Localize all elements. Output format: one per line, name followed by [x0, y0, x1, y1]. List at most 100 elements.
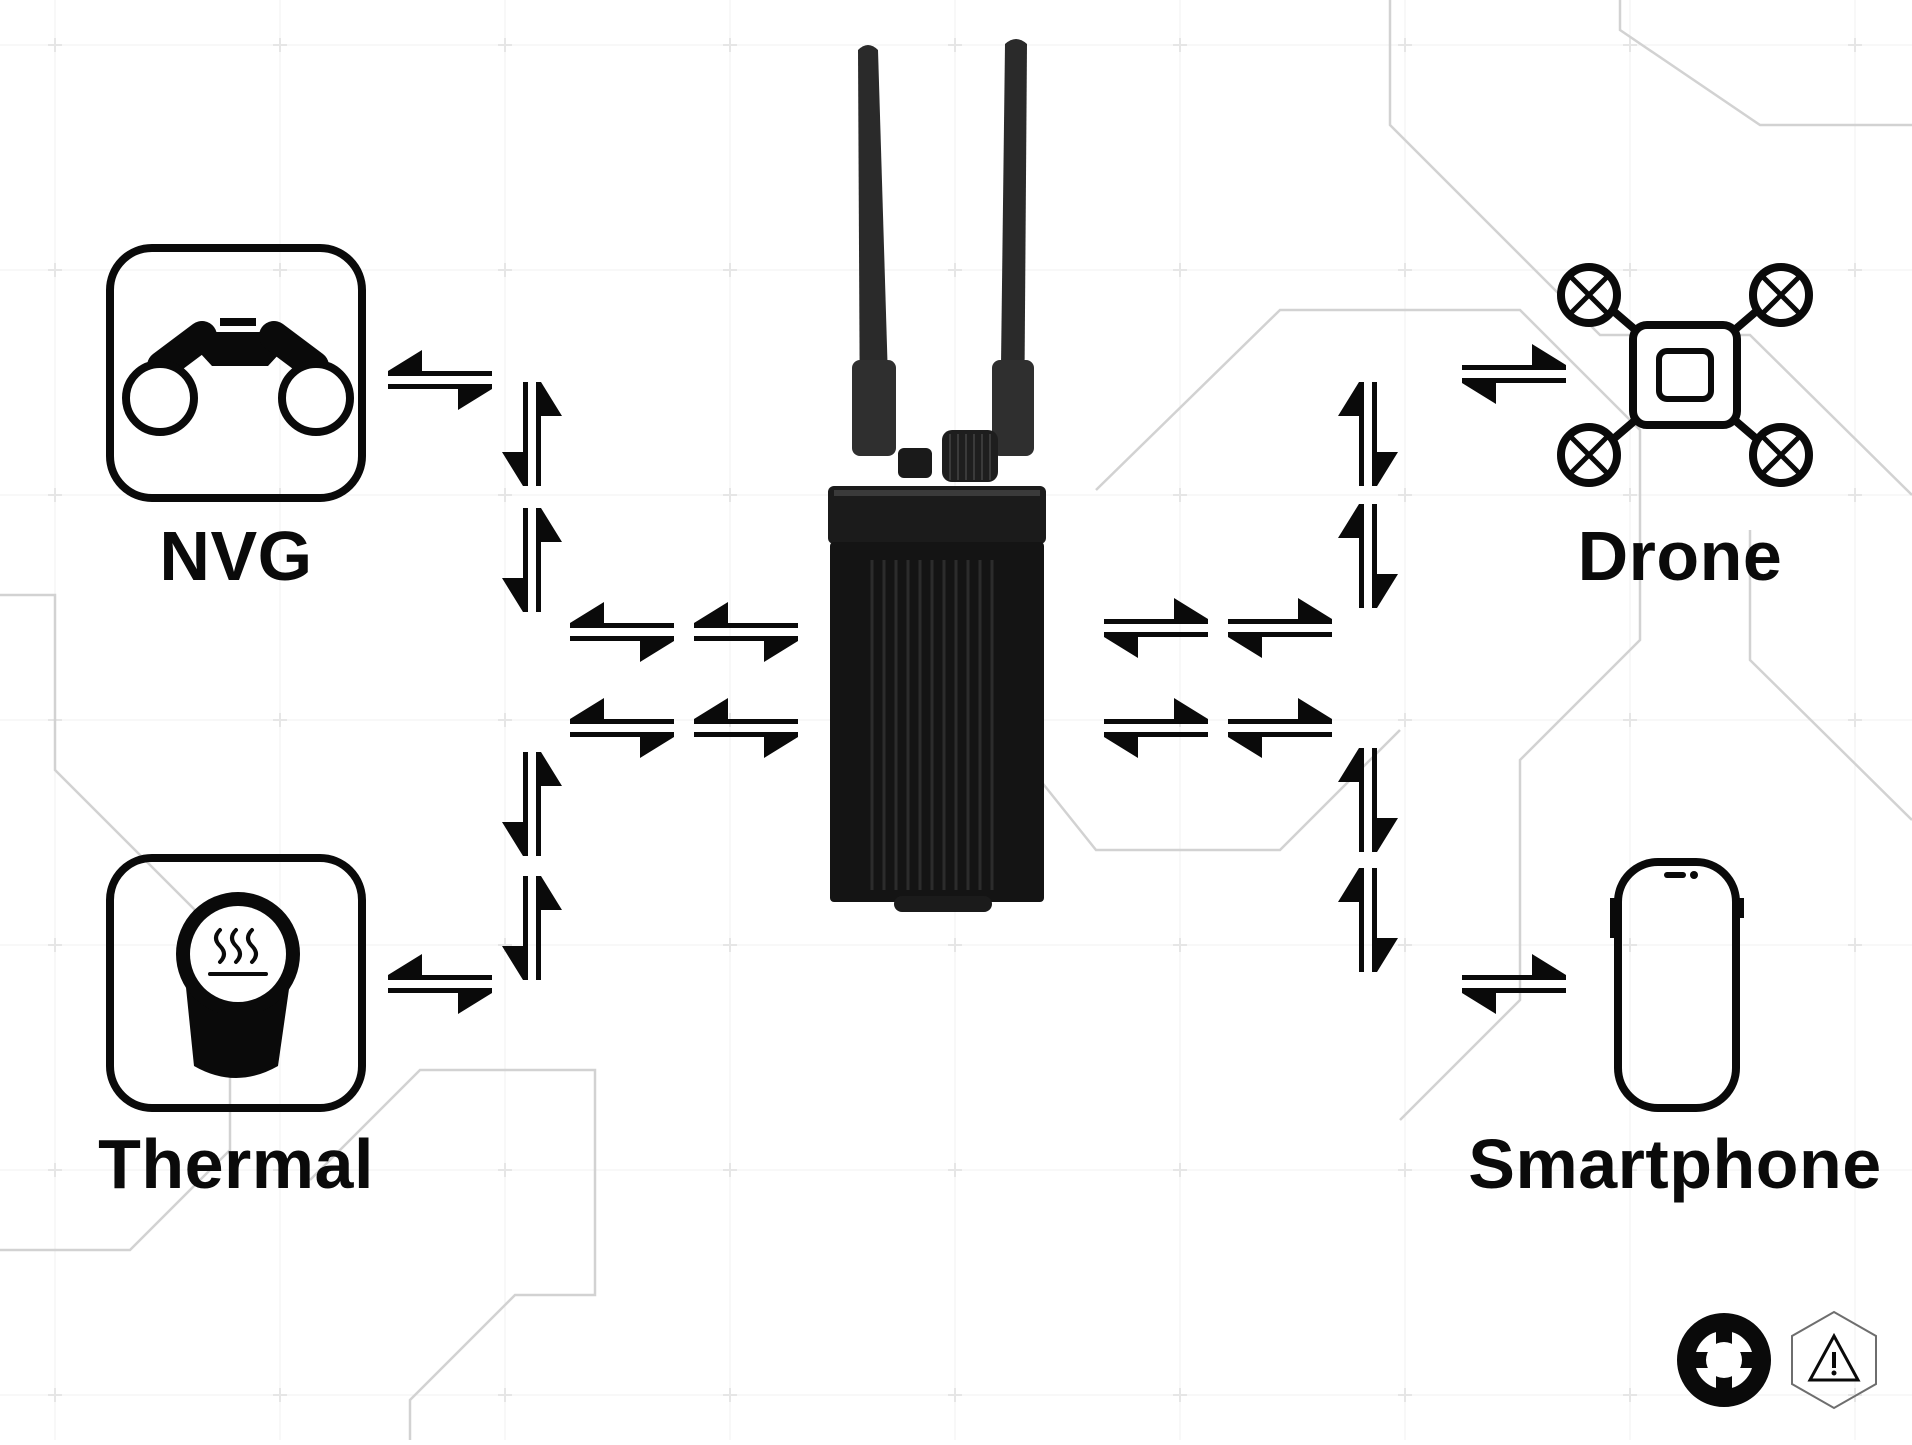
- arrow-left-half: [570, 602, 674, 628]
- circuit-trace-top-right-2: [1618, 0, 1912, 127]
- antenna-right: [1000, 39, 1027, 445]
- antenna-right-base: [992, 360, 1034, 456]
- heat-wave-3: [246, 928, 258, 964]
- arrow-up-half: [1372, 504, 1398, 608]
- arrow-left-half: [388, 350, 492, 376]
- bidirectional-arrow-horizontal: [1104, 598, 1208, 658]
- bidirectional-arrow-vertical: [502, 508, 562, 612]
- hexagon-outline: [1791, 1310, 1877, 1410]
- bidirectional-arrow-horizontal: [694, 602, 798, 662]
- arrow-left-half: [1462, 954, 1566, 980]
- circuit-trace-bottom-left: [309, 1068, 597, 1440]
- device-top-cap-highlight: [834, 490, 1040, 496]
- node-label-smartphone: Smartphone: [1468, 1125, 1882, 1203]
- warning-mark: [1832, 1352, 1836, 1368]
- nvg-icon-frame: [106, 244, 366, 502]
- arrow-right-half: [1228, 632, 1332, 658]
- large-knob: [942, 430, 998, 482]
- thermal-icon-frame: [106, 854, 366, 1112]
- arrow-left-half: [1104, 698, 1208, 724]
- arrow-up-half: [536, 752, 562, 856]
- bidirectional-arrow-horizontal: [1104, 698, 1208, 758]
- night-vision-goggles-icon: [106, 244, 366, 502]
- heatsink-fins: [870, 560, 994, 890]
- arrow-left-half: [694, 602, 798, 628]
- arrow-up-half: [1372, 382, 1398, 486]
- phone-side-button-left: [1610, 898, 1616, 938]
- arrow-right-half: [694, 636, 798, 662]
- arrow-left-half: [570, 698, 674, 724]
- antenna-left: [858, 45, 890, 445]
- warning-hexagon-logo-icon: [1791, 1310, 1877, 1410]
- connection-arrows: [388, 344, 1566, 1014]
- nvg-right-lens: [278, 360, 354, 436]
- arrow-up-half: [536, 382, 562, 486]
- crosshair-center: [1706, 1342, 1742, 1378]
- nvg-right-arm: [259, 321, 329, 381]
- bidirectional-arrow-horizontal: [388, 954, 492, 1014]
- bidirectional-arrow-vertical: [502, 382, 562, 486]
- arrow-right-half: [694, 732, 798, 758]
- nvg-top-bar: [220, 318, 256, 326]
- arrow-right-half: [388, 384, 492, 410]
- drone-body-inner: [1656, 348, 1714, 402]
- smartphone-icon: [1610, 858, 1744, 1112]
- arrow-down-half: [502, 876, 528, 980]
- drone-icon: [1557, 263, 1813, 487]
- crosshair-logo-icon: [1677, 1313, 1771, 1407]
- phone-camera: [1690, 871, 1698, 879]
- arrow-down-half: [1338, 504, 1364, 608]
- arrow-left-half: [1228, 698, 1332, 724]
- bidirectional-arrow-vertical: [1338, 504, 1398, 608]
- arrow-left-half: [388, 954, 492, 980]
- nvg-left-lens: [122, 360, 198, 436]
- arrow-left-half: [1104, 598, 1208, 624]
- warning-triangle: [1807, 1332, 1861, 1382]
- arrow-right-half: [570, 636, 674, 662]
- bidirectional-arrow-vertical: [502, 752, 562, 856]
- rotor-top-right-cross: [1761, 275, 1801, 315]
- node-label-nvg: NVG: [159, 517, 313, 595]
- bidirectional-arrow-horizontal: [570, 698, 674, 758]
- arrow-down-half: [502, 508, 528, 612]
- device-body: [830, 542, 1044, 902]
- arrow-right-half: [1462, 378, 1566, 404]
- circuit-trace-top-right: [1388, 0, 1912, 496]
- bidirectional-arrow-vertical: [1338, 748, 1398, 852]
- arrow-left-half: [694, 698, 798, 724]
- rotor-bottom-right-cross: [1761, 435, 1801, 475]
- phone-speaker: [1664, 872, 1686, 878]
- bidirectional-arrow-horizontal: [1228, 698, 1332, 758]
- arrow-down-half: [1338, 748, 1364, 852]
- device-bottom-cap: [894, 896, 992, 912]
- small-knob: [898, 448, 932, 478]
- arrow-right-half: [1104, 632, 1208, 658]
- heat-wave-2: [230, 928, 242, 964]
- arrow-right-half: [1228, 732, 1332, 758]
- arrow-up-half: [536, 508, 562, 612]
- circuit-trace-far-right: [1748, 530, 1912, 821]
- bidirectional-arrow-vertical: [1338, 382, 1398, 486]
- node-label-thermal: Thermal: [98, 1125, 374, 1203]
- heat-waves-icon: [208, 928, 268, 976]
- node-label-drone: Drone: [1577, 517, 1783, 595]
- circuit-trace-mid-right: [1095, 308, 1642, 1121]
- device-top-cap: [828, 486, 1046, 544]
- circuit-trace-center: [1039, 729, 1401, 852]
- drone-arms: [1594, 293, 1776, 457]
- arrow-down-half: [1338, 382, 1364, 486]
- arrow-down-half: [502, 382, 528, 486]
- nvg-left-arm: [147, 321, 217, 381]
- bidirectional-arrow-horizontal: [1462, 954, 1566, 1014]
- large-knob-ridges: [949, 434, 991, 480]
- arrow-up-half: [1372, 748, 1398, 852]
- warning-dot: [1831, 1370, 1837, 1376]
- arrow-up-half: [536, 876, 562, 980]
- arrow-left-half: [1462, 344, 1566, 370]
- heat-wave-1: [214, 928, 226, 964]
- arrow-down-half: [1338, 868, 1364, 972]
- drone-body: [1629, 321, 1741, 429]
